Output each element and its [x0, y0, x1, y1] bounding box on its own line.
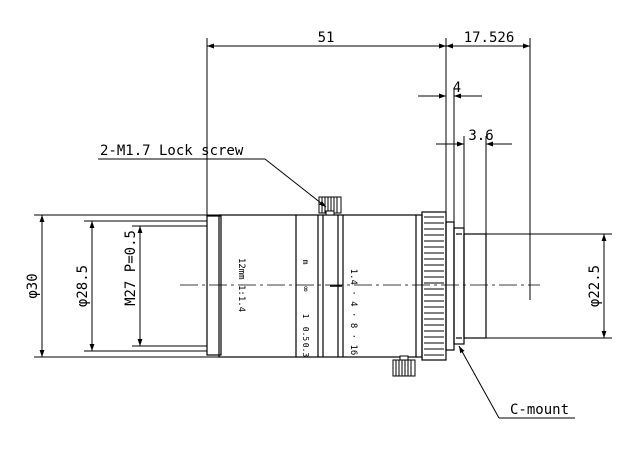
rear-collar [445, 221, 455, 351]
mount-flange [453, 227, 465, 345]
knurl-pattern [424, 216, 444, 356]
focus-05-marking: 0.5 [301, 327, 310, 342]
focal-length-marking: 12mm 1:1.4 [236, 258, 246, 312]
main-barrel [218, 214, 423, 358]
dimension-phi30 [34, 214, 219, 358]
dimension-4 [418, 88, 482, 222]
focus-unit-marking: m [301, 260, 310, 265]
lock-screw-label: 2-M1.7 Lock screw [100, 143, 244, 159]
c-mount-section [445, 221, 487, 351]
dimension-phi285 [84, 220, 207, 352]
dimension-phi225 [486, 233, 612, 339]
aperture-scale-marking: 1.4 · 4 · 8 · 16 [348, 269, 358, 356]
front-ring [206, 215, 222, 356]
dimension-17526-label: 17.526 [464, 30, 515, 46]
dimension-4-label: 4 [453, 80, 461, 96]
mount-thread [463, 233, 487, 339]
focus-infinity-marking: ∞ [300, 286, 310, 292]
lock-screw-top [318, 196, 342, 216]
dimension-thread [132, 225, 207, 347]
dimension-17526 [446, 38, 531, 300]
dimension-phi30-label: φ30 [25, 273, 41, 298]
dimension-51-label: 51 [318, 30, 335, 46]
dimension-51 [206, 38, 447, 216]
c-mount-label: C-mount [510, 402, 569, 418]
focus-03-marking: 0.3 [301, 343, 310, 358]
c-mount-leader [458, 345, 575, 419]
dimension-36 [436, 136, 512, 234]
lock-screw-bottom [392, 355, 416, 377]
lock-screw-leader [98, 158, 327, 208]
dimension-thread-label: M27 P=0.5 [123, 230, 139, 306]
focus-1-marking: 1 [301, 314, 310, 319]
dimension-phi285-label: φ28.5 [75, 265, 91, 307]
dimension-36-label: 3.6 [468, 128, 493, 144]
dimension-phi225-label: φ22.5 [587, 265, 603, 307]
knurled-ring [421, 211, 447, 361]
